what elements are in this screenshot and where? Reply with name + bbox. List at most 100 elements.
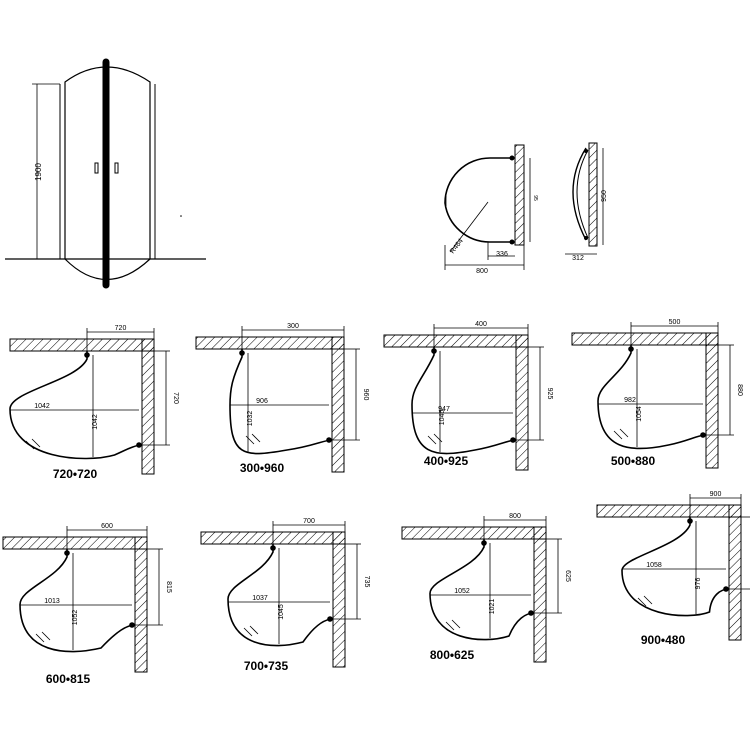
top-dimension-label: 700 — [303, 518, 315, 525]
depth-dimension-label: 1054 — [636, 406, 643, 422]
hinge-top — [84, 352, 90, 358]
hinge-top — [270, 545, 276, 551]
plan-hinge-top — [509, 155, 515, 161]
side-wall — [515, 334, 529, 471]
depth-dimension-label: 1032 — [247, 411, 254, 427]
hinge-side — [129, 622, 135, 628]
door-mark — [643, 595, 653, 605]
side-wall — [588, 142, 598, 247]
top-wall — [2, 536, 148, 550]
hinge-top — [481, 540, 487, 546]
side-inner-curve — [572, 147, 587, 241]
variant-caption: 500•880 — [611, 454, 656, 468]
top-dimension-label: 720 — [115, 325, 127, 332]
hinge-side — [723, 586, 729, 592]
depth-dimension-label: 1052 — [72, 610, 79, 626]
hinge-top — [687, 518, 693, 524]
top-dimension-label: 300 — [287, 323, 299, 330]
side-wall — [331, 336, 345, 473]
hinge-top — [64, 550, 70, 556]
variant-plans: 72072010421042720•7203009609061032300•96… — [2, 319, 750, 686]
plan-wall-label: 95 — [532, 195, 538, 201]
hinge-side — [528, 610, 534, 616]
handle-right — [114, 162, 119, 174]
width-dimension-label: 1037 — [252, 595, 268, 602]
width-dimension-label: 947 — [438, 406, 450, 413]
door-mark — [251, 433, 261, 443]
side-dimension-label: 815 — [165, 581, 172, 593]
side-hinge-bottom — [584, 236, 588, 240]
top-dimension-label: 400 — [475, 321, 487, 328]
top-dimension-label: 800 — [509, 513, 521, 520]
plan-hinge-bottom — [509, 239, 515, 245]
side-wall — [533, 526, 547, 663]
enclosure-curve — [429, 539, 535, 641]
hinge-side — [326, 437, 332, 443]
handle-left — [94, 162, 99, 174]
door-mark — [31, 438, 41, 448]
top-wall — [9, 338, 155, 352]
hinge-side — [510, 437, 516, 443]
door-mark — [451, 619, 461, 629]
side-wall — [728, 504, 742, 641]
width-dimension-label: 982 — [624, 397, 636, 404]
door-mark — [445, 621, 455, 631]
side-dimension-label: 735 — [363, 576, 370, 588]
door-mark — [613, 430, 623, 440]
top-wall — [401, 526, 547, 540]
variant-caption: 900•480 — [641, 633, 686, 647]
variant-plan-6: 700 735 1037 1045 700•735 — [200, 518, 370, 673]
enclosure-curve — [411, 347, 517, 455]
side-view: 950 312 — [565, 142, 608, 262]
door-mark — [243, 627, 253, 637]
width-dimension-label: 1042 — [34, 403, 50, 410]
enclosure-curve — [227, 544, 334, 647]
side-outer-curve — [576, 149, 589, 239]
front-elevation: 1900 — [5, 58, 206, 289]
variant-caption: 700•735 — [244, 659, 289, 673]
hinge-side — [700, 432, 706, 438]
top-wall — [195, 336, 345, 350]
plan-wall — [514, 144, 525, 246]
variant-caption: 800•625 — [430, 648, 475, 662]
variant-caption: 300•960 — [240, 461, 285, 475]
door-mark — [41, 631, 51, 641]
hinge-side — [327, 616, 333, 622]
side-wall — [134, 536, 148, 673]
plan-radius-label: R464 — [449, 238, 465, 256]
side-dimension-label: 880 — [736, 384, 743, 396]
depth-dimension-label: 1021 — [489, 599, 496, 615]
hinge-top — [239, 350, 245, 356]
side-wall — [705, 332, 719, 469]
depth-dimension-label: 1045 — [278, 604, 285, 620]
door-mark — [25, 440, 35, 450]
top-dimension-label: 900 — [710, 491, 722, 498]
side-glass-panels — [59, 84, 156, 259]
side-hinge-top — [584, 149, 588, 153]
variant-caption: 600•815 — [46, 672, 91, 686]
top-dimension-label: 500 — [669, 319, 681, 326]
door-mark — [245, 435, 255, 445]
door-mark — [249, 625, 259, 635]
depth-dimension-label: 1046 — [439, 410, 446, 426]
side-dimension-label: 960 — [362, 389, 369, 401]
stray-mark — [180, 215, 182, 217]
width-dimension-label: 1052 — [454, 588, 470, 595]
hinge-top — [431, 348, 437, 354]
side-depth-label: 950 — [601, 190, 608, 202]
plan-radius-line — [449, 201, 489, 253]
door-mark — [427, 435, 437, 445]
enclosure-curve — [597, 345, 707, 450]
plan-door-label: 336 — [496, 251, 508, 258]
side-wall — [332, 531, 346, 668]
door-mark — [35, 633, 45, 643]
top-dimension-label: 600 — [101, 523, 113, 530]
depth-dimension-label: 976 — [695, 578, 702, 590]
variant-plan-8: 9004801058976900•480 — [596, 491, 750, 647]
